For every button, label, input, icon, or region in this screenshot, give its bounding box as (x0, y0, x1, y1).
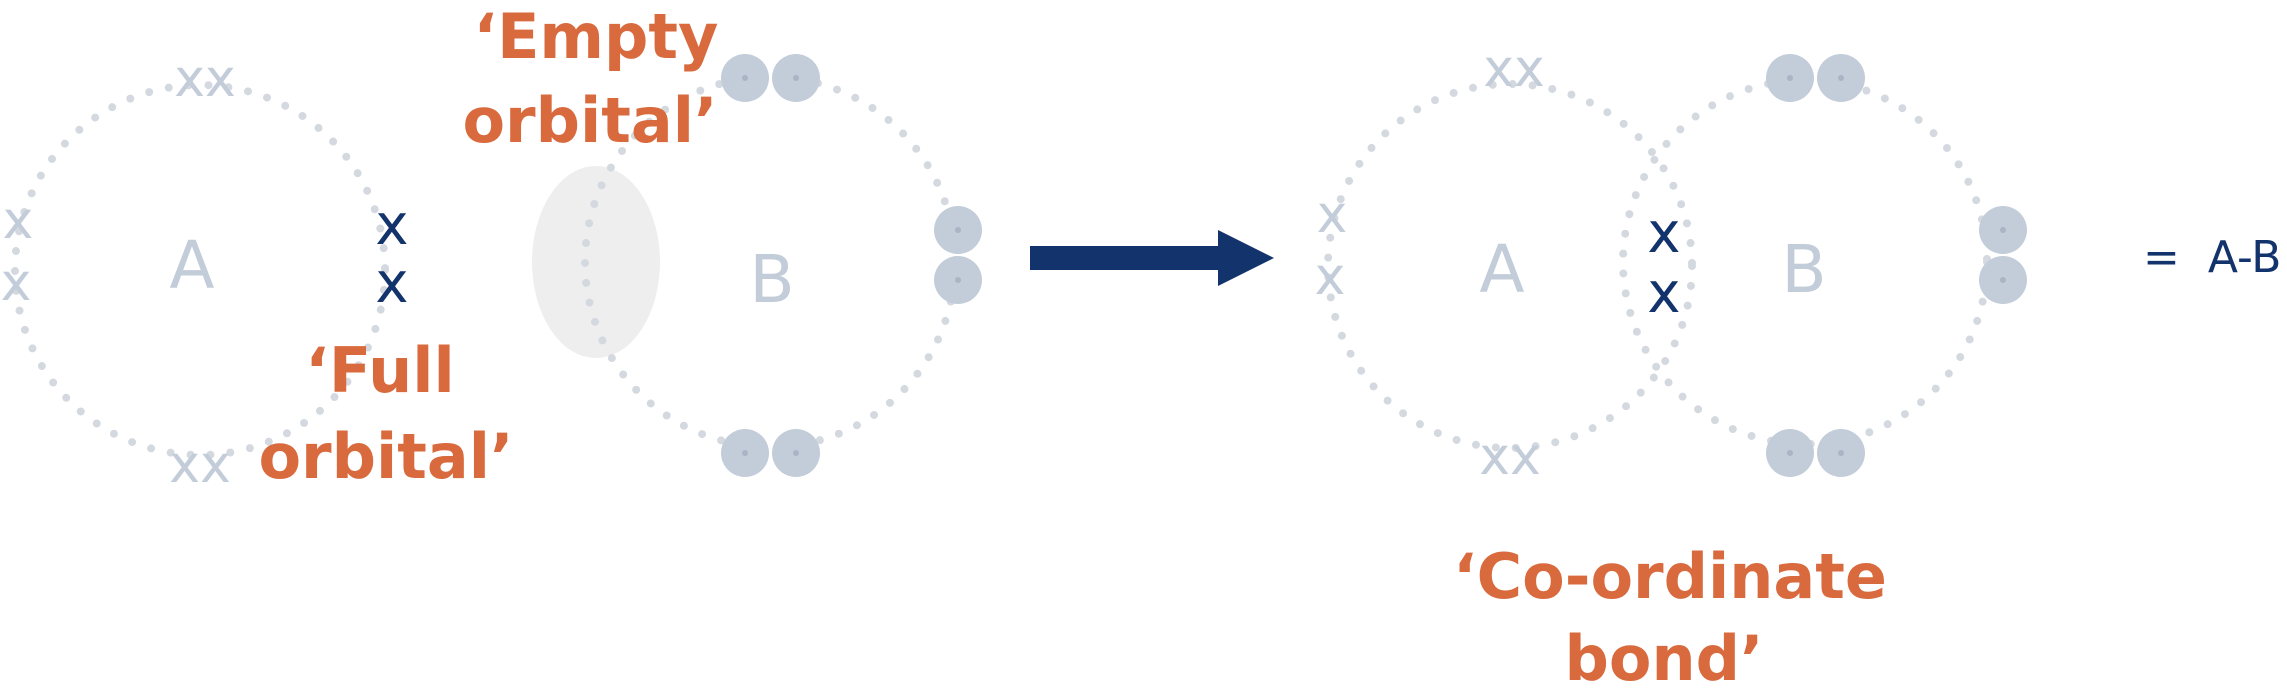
bonded-atom-b-electron-pair-right (1979, 206, 2027, 304)
atom-a-shell (11, 81, 389, 459)
atom-a-electron-left-1: x (3, 191, 34, 251)
lone-pair-electron-1: x (375, 193, 408, 258)
bonded-atom-a-shell (1324, 80, 1696, 452)
atom-b-label: B (749, 241, 794, 318)
lone-pair-electron-2: x (375, 251, 408, 316)
bonded-atom-b-label: B (1781, 231, 1826, 308)
atom-b-electron-pair-bottom (721, 429, 820, 477)
right-arrow-icon (1030, 230, 1274, 286)
atom-b-electron-pair-top (721, 54, 820, 102)
bonded-atom-a-electron-pair-top: xx (1483, 39, 1545, 99)
left-panel: A B xx xx x x x x ‘Empty (1, 0, 982, 495)
bonded-atom-a-electron-left-1: x (1317, 185, 1348, 245)
atom-a-electron-left-2: x (1, 253, 32, 313)
coordinate-bond-label-line1: ‘Co-ordinate (1453, 540, 1887, 613)
right-panel: A B xx xx x x x x = A-B (1315, 39, 2282, 689)
bond-formula: = A-B (2143, 232, 2281, 283)
bonded-atom-a-label: A (1479, 231, 1524, 308)
atom-a-electron-pair-bottom: xx (169, 435, 231, 495)
empty-orbital-shape (532, 166, 660, 358)
shared-electron-1: x (1647, 201, 1680, 266)
coordinate-bond-label-line2: bond’ (1564, 622, 1763, 684)
full-orbital-label-line1: ‘Full (305, 334, 454, 407)
atom-a-electron-pair-top: xx (174, 49, 236, 109)
atom-a-label: A (169, 227, 214, 304)
shared-electron-2: x (1647, 261, 1680, 326)
atom-b-electron-pair-right (934, 206, 982, 304)
bonded-atom-b-electron-pair-bottom (1766, 429, 1865, 477)
bonded-atom-b-electron-pair-top (1766, 54, 1865, 102)
bonded-atom-a-electron-left-2: x (1315, 247, 1346, 307)
empty-orbital-label-line1: ‘Empty (474, 0, 719, 73)
empty-orbital-label-line2: orbital’ (462, 84, 717, 157)
full-orbital-label-line2: orbital’ (258, 420, 513, 493)
bonded-atom-a-electron-pair-bottom: xx (1479, 427, 1541, 487)
